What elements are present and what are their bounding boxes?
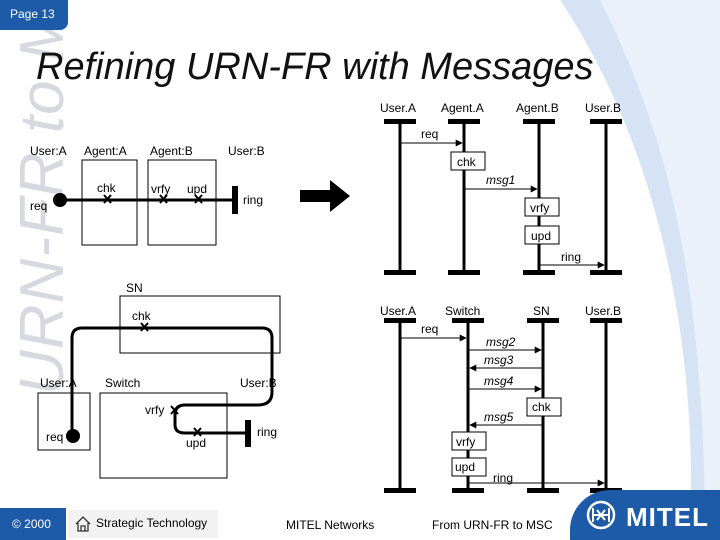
ucm-bottom-cross-chk (140, 322, 149, 332)
msc-bottom-label-msg5: msg5 (484, 410, 514, 424)
footer-copyright-block: © 2000 (0, 508, 66, 540)
msc-top-instance-agent-a: Agent.A (441, 101, 484, 115)
msc-top-label-ring: ring (561, 250, 582, 264)
ucm-bottom-cross-vrfy (170, 405, 179, 415)
ucm-bottom-cross-upd (193, 427, 202, 437)
msc-top-head-user-a (384, 119, 416, 124)
ucm-bottom-entity-user-b: User:B (240, 376, 277, 390)
msc-top (384, 119, 622, 275)
ucm-bottom-path (70, 326, 274, 436)
msc-top-instance-user-b: User.B (585, 101, 622, 115)
msc-top-label-chk: chk (457, 155, 476, 169)
msc-bottom-label-msg4: msg4 (484, 374, 514, 388)
footer-course: From URN-FR to MSC (432, 518, 553, 532)
msc-top-action-upd (524, 225, 560, 245)
msc-bottom-action-upd (451, 457, 487, 477)
ucm-top-cross-upd (194, 194, 203, 204)
footer-copyright: © 2000 (12, 517, 51, 531)
msc-bottom-instance-user-b: User.B (585, 304, 622, 318)
ucm-bottom-label-vrfy: vrfy (145, 403, 165, 417)
msc-top-instance-agent-b: Agent.B (516, 101, 559, 115)
ucm-bottom-box-switch (99, 392, 228, 479)
ucm-bottom-box-user-a (37, 392, 91, 451)
footer-company: MITEL Networks (286, 518, 375, 532)
msc-bottom-label-msg3: msg3 (484, 353, 514, 367)
page-tab: Page 13 (0, 0, 68, 30)
ucm-top-label-vrfy: vrfy (151, 182, 171, 196)
ucm-top-label-chk: chk (97, 181, 116, 195)
ucm-top-cross-chk (103, 194, 112, 204)
ucm-top-label-ring: ring (243, 193, 264, 207)
msc-top-instance-user-a: User.A (380, 101, 417, 115)
msc-bottom-label-vrfy: vrfy (456, 435, 476, 449)
ucm-bottom-label-upd: upd (186, 436, 207, 450)
ucm-bottom-label-ring: ring (257, 425, 278, 439)
msc-bottom-instance-user-a: User.A (380, 304, 417, 318)
ucm-bottom-start-point (66, 429, 80, 443)
msc-top-action-chk (450, 151, 486, 171)
footer-strategic-block: Strategic Technology (68, 510, 218, 538)
ucm-top (53, 159, 238, 246)
page-label: Page 13 (10, 7, 55, 21)
msc-top-head-agent-b (523, 119, 555, 124)
ucm-bottom-label-chk: chk (132, 309, 151, 323)
msc-top-label-vrfy: vrfy (530, 201, 550, 215)
page-title: Refining URN-FR with Messages (36, 46, 594, 88)
ucm-top-entity-user-a: User:A (30, 144, 67, 158)
ucm-top-entity-user-b: User:B (228, 144, 265, 158)
msc-top-label-req: req (421, 127, 439, 141)
ucm-top-entity-agent-a: Agent:A (84, 144, 127, 158)
building-icon (75, 516, 91, 532)
msc-bottom-action-vrfy (451, 431, 487, 451)
msc-top-label-msg1: msg1 (486, 173, 516, 187)
msc-bottom-label-upd: upd (455, 460, 476, 474)
footer-strategic: Strategic Technology (96, 516, 208, 530)
ucm-top-entity-agent-b: Agent:B (150, 144, 193, 158)
msc-bottom-action-chk (526, 397, 562, 417)
mitel-logo-icon (586, 500, 616, 530)
msc-bottom-instance-switch: Switch (445, 304, 481, 318)
msc-top-head-agent-a (448, 119, 480, 124)
ucm-top-end-bar (232, 186, 238, 214)
msc-bottom-label-chk: chk (532, 400, 551, 414)
ucm-top-cross-vrfy (159, 194, 168, 204)
msc-bottom-label-msg2: msg2 (486, 335, 516, 349)
ucm-bottom-entity-sn: SN (126, 281, 143, 295)
ucm-bottom-label-req: req (46, 430, 64, 444)
msc-bottom-label-req: req (421, 322, 439, 336)
ucm-top-label-upd: upd (187, 182, 208, 196)
ucm-top-box-agent-b (147, 159, 217, 246)
ucm-top-label-req: req (30, 199, 48, 213)
ucm-bottom-entity-switch: Switch (105, 376, 141, 390)
ucm-bottom (37, 295, 281, 479)
mitel-logo-text: MITEL (626, 502, 709, 532)
msc-bottom-instance-sn: SN (533, 304, 550, 318)
msc-bottom-label-ring: ring (493, 471, 514, 485)
ucm-bottom-box-sn (119, 295, 281, 354)
msc-top-action-vrfy (524, 197, 560, 217)
msc-top-head-user-b (590, 119, 622, 124)
ucm-bottom-entity-user-a: User:A (40, 376, 77, 390)
refinement-arrow (300, 180, 350, 212)
msc-top-label-upd: upd (531, 229, 552, 243)
ucm-bottom-end-bar (245, 420, 251, 447)
ucm-top-start-point (53, 193, 67, 207)
